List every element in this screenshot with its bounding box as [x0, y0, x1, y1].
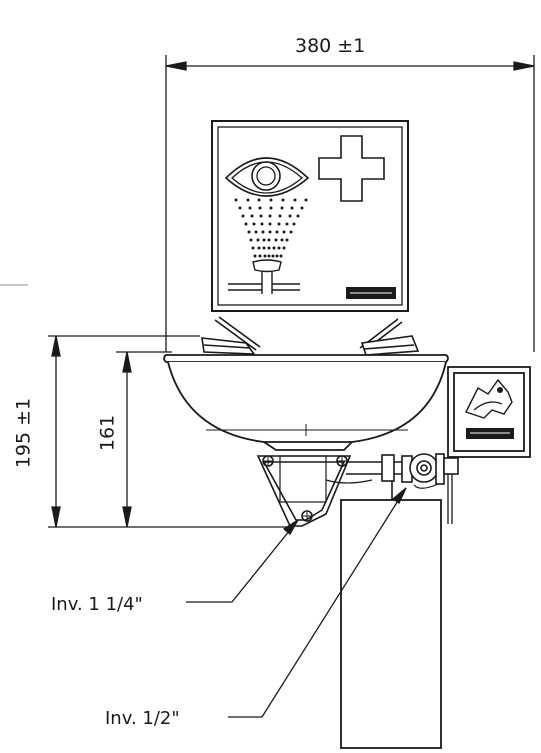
- width-dimension-label: 380 ±1: [295, 35, 366, 57]
- eye-icon: [224, 157, 310, 197]
- valve-assembly: [346, 453, 459, 524]
- bowl-height-label: 161: [96, 414, 119, 452]
- safety-sign: [211, 120, 409, 312]
- basin: [163, 354, 449, 451]
- brand-logo-icon: [346, 287, 396, 299]
- callout-leaders: [186, 487, 407, 718]
- spray-heads: [201, 316, 420, 356]
- total-height-label: 195 ±1: [12, 397, 35, 469]
- waste-outlet-callout: Inv. 1 1/4": [51, 594, 143, 615]
- spray-dots: [234, 198, 308, 258]
- supply-inlet-callout: Inv. 1/2": [105, 708, 180, 729]
- pedestal: [340, 499, 442, 749]
- height-dimension-lines: [48, 335, 290, 528]
- width-dimension-line: [165, 55, 535, 352]
- activation-plate: [447, 366, 531, 458]
- hand-push-icon: [465, 378, 513, 419]
- nozzle-icon: [228, 259, 300, 294]
- first-aid-cross-icon: [318, 135, 385, 202]
- drain-bracket: [256, 455, 373, 527]
